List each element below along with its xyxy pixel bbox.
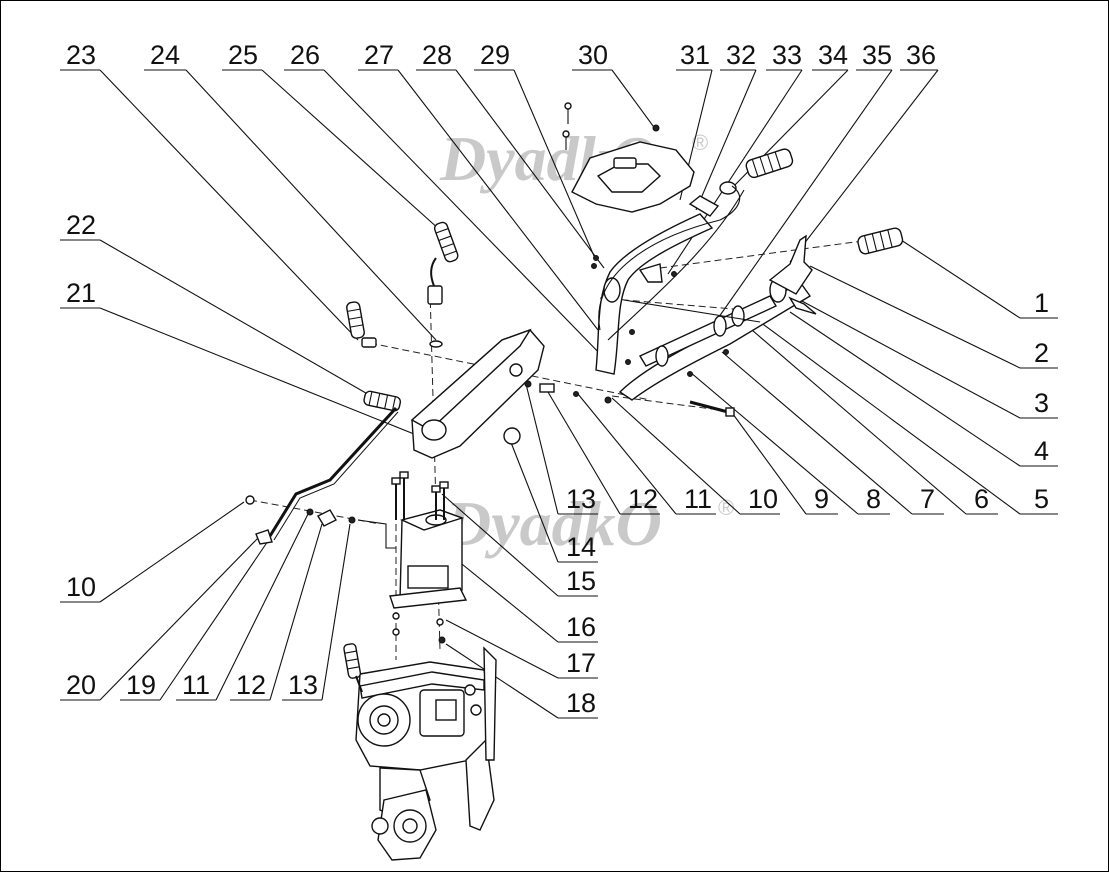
gear-lever-assembly bbox=[268, 221, 612, 541]
callout-16: 16 bbox=[566, 612, 596, 642]
callout-11-left: 11 bbox=[182, 670, 210, 700]
callout-3: 3 bbox=[1034, 388, 1049, 418]
callout-8: 8 bbox=[866, 484, 881, 514]
callout-11: 11 bbox=[684, 484, 712, 514]
callout-13: 13 bbox=[566, 484, 596, 514]
grip-23 bbox=[346, 301, 365, 339]
callout-20: 20 bbox=[66, 670, 96, 700]
callout-6: 6 bbox=[974, 484, 989, 514]
watermark-middle: DyadkO bbox=[444, 488, 662, 559]
callout-10-left: 10 bbox=[66, 572, 96, 602]
callout-13-left: 13 bbox=[288, 670, 318, 700]
callout-10: 10 bbox=[748, 484, 778, 514]
mount-bracket bbox=[389, 471, 468, 644]
callout-36: 36 bbox=[906, 40, 936, 70]
callout-22: 22 bbox=[66, 210, 96, 240]
brake-lever bbox=[768, 234, 813, 295]
middle-callouts: 10 11 12 13 14 15 16 17 18 bbox=[441, 383, 780, 719]
transmission-unit bbox=[343, 643, 497, 861]
grip-right bbox=[857, 227, 904, 255]
callout-17: 17 bbox=[566, 648, 596, 678]
engine-lever-grip bbox=[343, 643, 362, 679]
callout-5: 5 bbox=[1034, 484, 1049, 514]
callout-26: 26 bbox=[290, 40, 320, 70]
grip-top bbox=[745, 148, 794, 179]
callout-34: 34 bbox=[818, 40, 848, 70]
callout-28: 28 bbox=[422, 40, 452, 70]
callout-31: 31 bbox=[680, 40, 710, 70]
callout-30: 30 bbox=[578, 40, 608, 70]
callout-35: 35 bbox=[862, 40, 892, 70]
callout-24: 24 bbox=[150, 40, 180, 70]
bottom-left-callouts: 10 20 19 11 12 13 bbox=[60, 501, 351, 701]
callout-29: 29 bbox=[480, 40, 510, 70]
callout-23: 23 bbox=[66, 40, 96, 70]
callout-33: 33 bbox=[772, 40, 802, 70]
callout-12-left: 12 bbox=[236, 670, 266, 700]
callout-2: 2 bbox=[1034, 338, 1049, 368]
callout-15: 15 bbox=[566, 566, 596, 596]
callout-21: 21 bbox=[66, 278, 96, 308]
callout-19: 19 bbox=[126, 670, 156, 700]
callout-25: 25 bbox=[228, 40, 258, 70]
grip-25 bbox=[433, 221, 459, 263]
callout-14: 14 bbox=[566, 532, 596, 562]
right-callouts: 1 2 3 4 5 6 7 8 9 bbox=[689, 237, 1058, 515]
callout-4: 4 bbox=[1034, 436, 1049, 466]
left-callouts: 22 21 bbox=[60, 210, 415, 435]
callout-12: 12 bbox=[628, 484, 658, 514]
watermark-middle-reg: ® bbox=[718, 495, 734, 520]
callout-32: 32 bbox=[726, 40, 756, 70]
handlebar-assembly bbox=[562, 102, 904, 417]
callout-18: 18 bbox=[566, 688, 596, 718]
lever-grip-22 bbox=[363, 390, 402, 412]
callout-1: 1 bbox=[1034, 288, 1049, 318]
callout-7: 7 bbox=[920, 484, 935, 514]
callout-27: 27 bbox=[364, 40, 394, 70]
lower-linkage bbox=[245, 495, 396, 549]
callout-9: 9 bbox=[814, 484, 829, 514]
top-callouts: 23 24 25 26 27 28 29 30 31 32 33 34 35 3… bbox=[60, 40, 939, 361]
